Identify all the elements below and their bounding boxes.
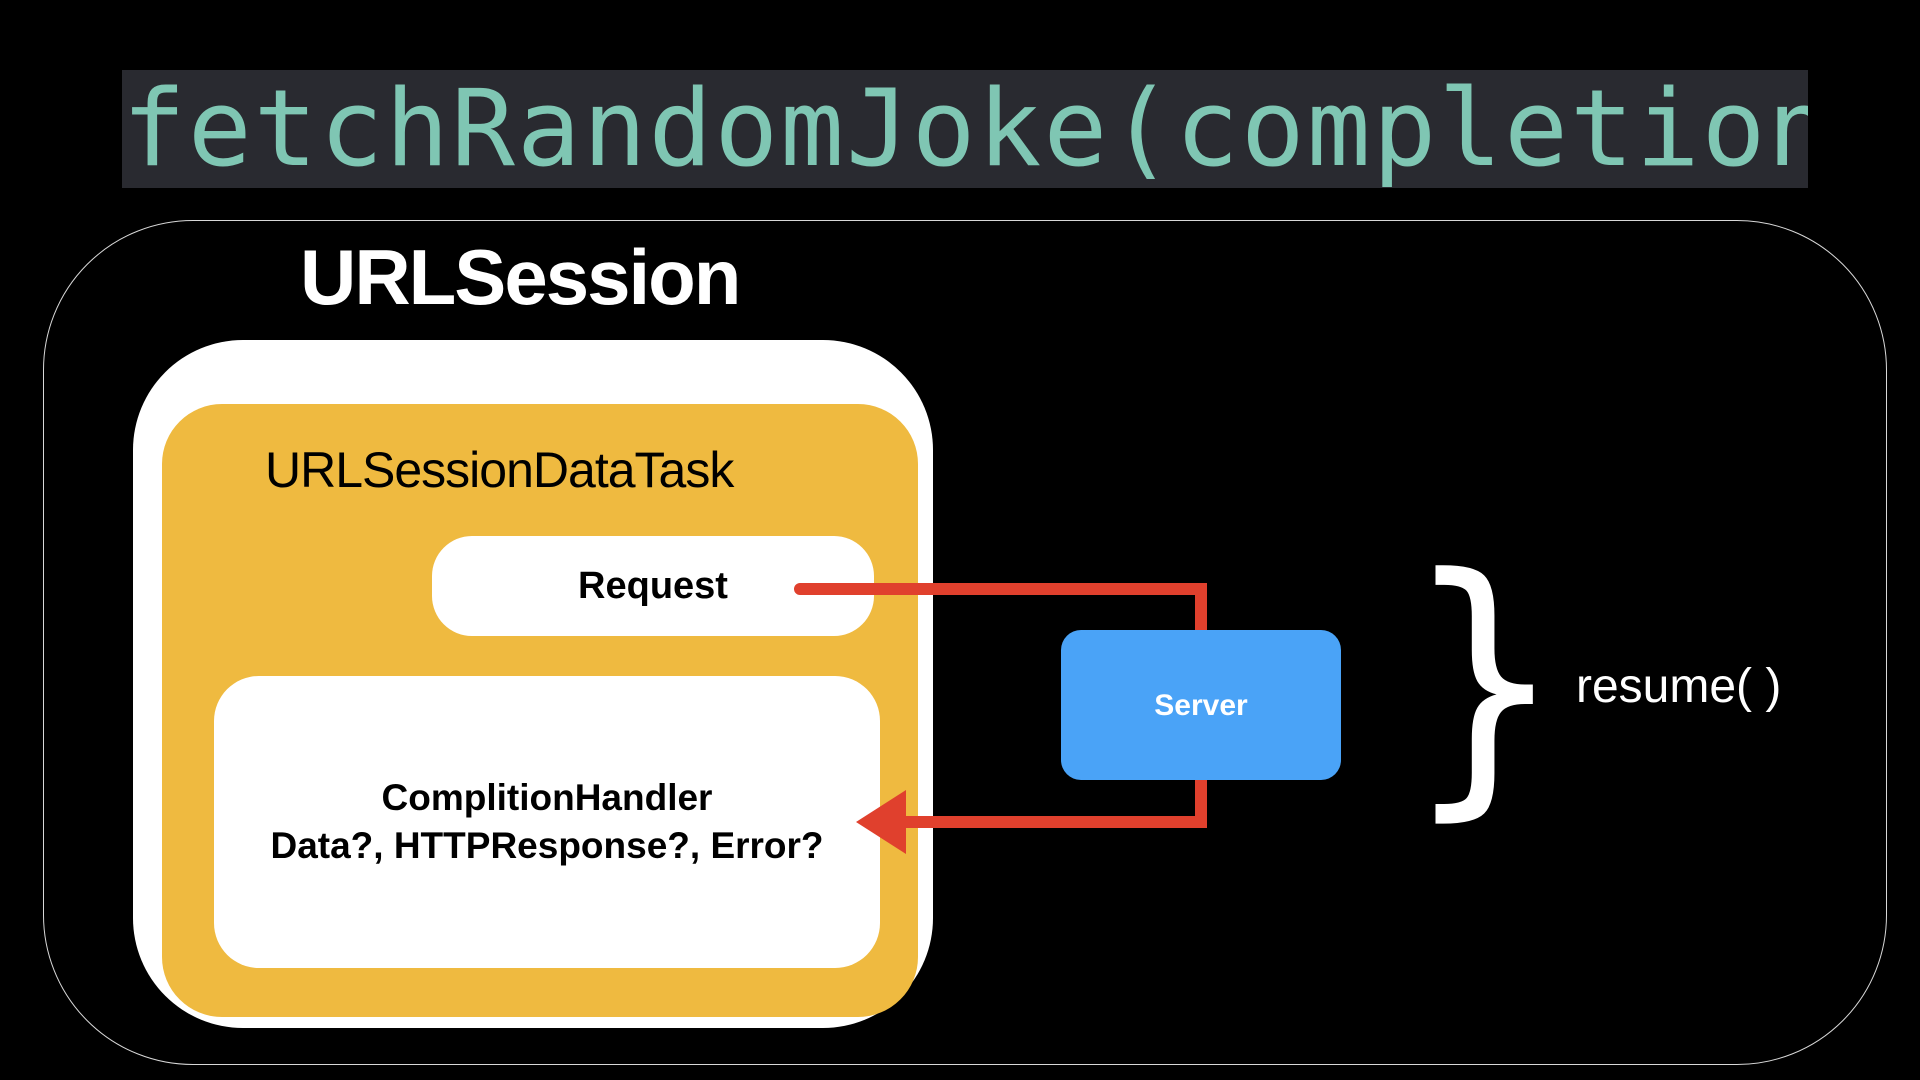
url-session-frame: [43, 220, 1887, 1065]
function-signature-title: fetchRandomJoke(completion:): [122, 70, 1808, 188]
server-box: [1061, 630, 1341, 780]
completion-handler-box: [214, 676, 880, 968]
data-task-title: URLSessionDataTask: [265, 442, 734, 498]
request-label: Request: [578, 565, 728, 607]
completion-handler-label: ComplitionHandler Data?, HTTPResponse?, …: [214, 774, 880, 874]
completion-handler-name: ComplitionHandler: [381, 777, 713, 818]
curly-brace-icon: }: [1404, 519, 1565, 845]
response-arrow: [906, 780, 1207, 828]
resume-label: resume( ): [1576, 660, 1782, 713]
request-arrow: [794, 583, 1207, 636]
completion-handler-params: Data?, HTTPResponse?, Error?: [270, 825, 824, 866]
url-session-title: URLSession: [300, 233, 741, 321]
server-label: Server: [1154, 689, 1248, 722]
response-arrowhead-icon: [856, 790, 906, 854]
